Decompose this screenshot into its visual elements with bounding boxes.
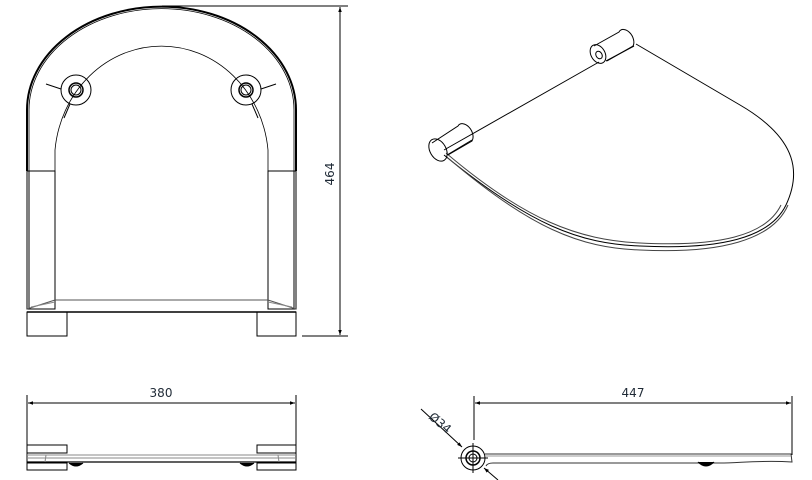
front-view <box>26 5 297 337</box>
width-dimension-label: 380 <box>150 386 173 400</box>
length-dimension <box>473 396 793 455</box>
width-dimension <box>26 395 297 470</box>
length-dimension-label: 447 <box>622 386 645 400</box>
hinge-diameter-dimension <box>420 408 499 480</box>
height-dimension <box>162 5 348 337</box>
side-view <box>458 443 793 473</box>
hinge-diameter-label: Ø34 <box>426 410 454 437</box>
hinge-hole-right <box>230 74 277 119</box>
isometric-view <box>428 28 795 252</box>
height-dimension-label: 464 <box>323 163 337 186</box>
bottom-view <box>26 444 297 471</box>
hinge-hole-left <box>45 74 92 119</box>
